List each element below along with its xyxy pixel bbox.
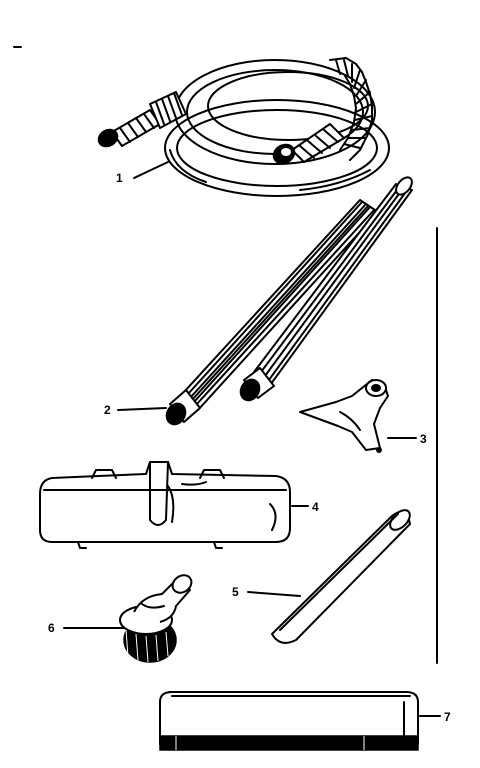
part-floor-brush [159, 691, 419, 751]
callout-5: 5 [232, 585, 239, 599]
callout-7: 7 [444, 710, 451, 724]
callout-4: 4 [312, 500, 319, 514]
callout-3: 3 [420, 432, 427, 446]
part-dusting-brush [119, 574, 193, 663]
part-crevice-tool [271, 509, 411, 644]
callout-2: 2 [104, 403, 111, 417]
callout-6: 6 [48, 621, 55, 635]
part-floor-nozzle [39, 461, 291, 549]
part-upholstery-tool [299, 379, 389, 453]
part-hose [97, 57, 390, 197]
callout-1: 1 [116, 171, 123, 185]
part-extension-wands [165, 176, 413, 426]
